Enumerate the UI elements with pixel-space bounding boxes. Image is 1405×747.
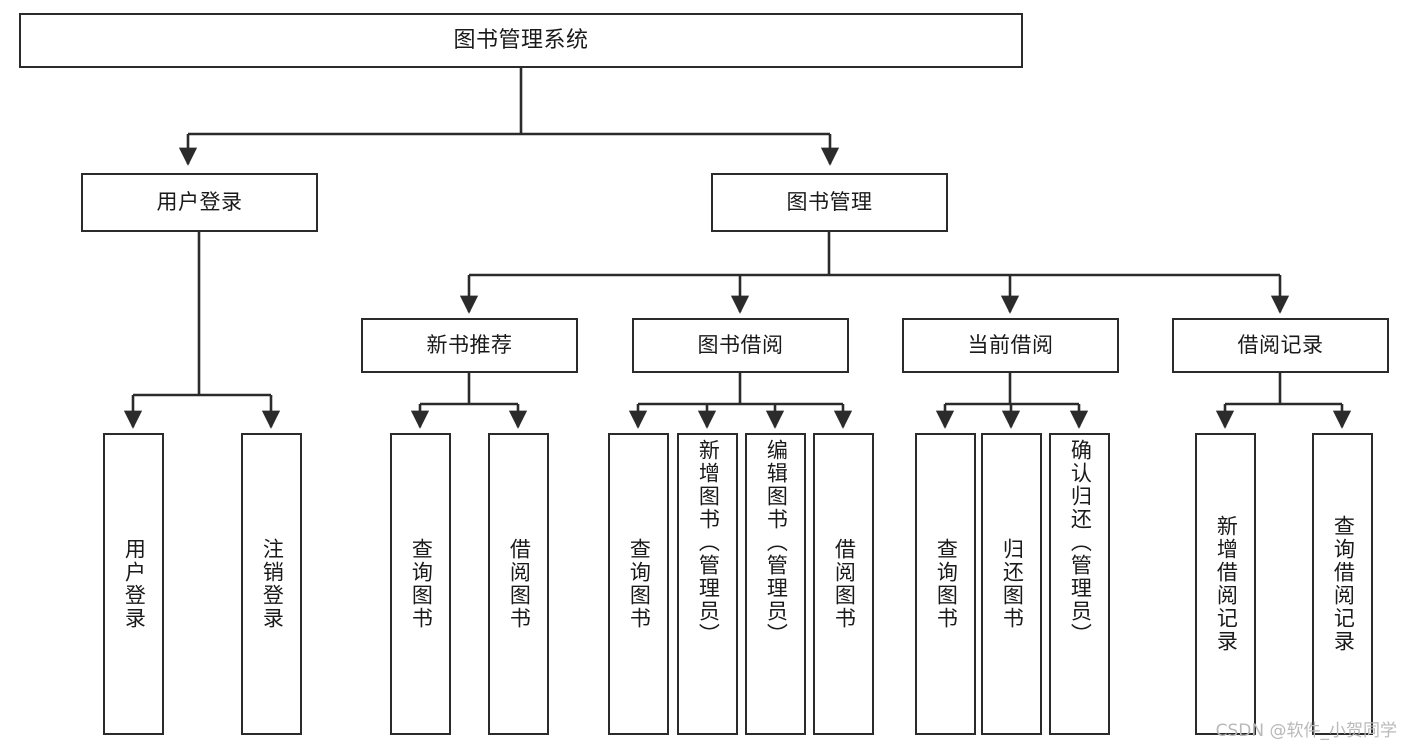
node-label: 查询借阅记录 — [1331, 515, 1356, 653]
node-root-book-management-system[interactable]: 图书管理系统 — [19, 13, 1023, 68]
leaf-query-book-new-recommend[interactable]: 查询图书 — [390, 433, 451, 735]
node-borrow-record[interactable]: 借阅记录 — [1172, 318, 1389, 373]
node-label: 查询图书 — [409, 538, 434, 630]
node-user-login[interactable]: 用户登录 — [81, 173, 318, 232]
node-label: 借阅图书 — [507, 538, 532, 630]
node-label: 新书推荐 — [426, 333, 513, 358]
node-label: 查询图书 — [934, 538, 959, 630]
leaf-query-book-current[interactable]: 查询图书 — [915, 433, 976, 735]
leaf-user-login[interactable]: 用户登录 — [103, 433, 164, 735]
node-label: 图书借阅 — [697, 333, 784, 358]
leaf-query-book-borrow[interactable]: 查询图书 — [608, 433, 669, 735]
node-label: 新增借阅记录 — [1214, 515, 1239, 653]
node-label: 注销登录 — [260, 538, 285, 630]
leaf-return-book[interactable]: 归还图书 — [981, 433, 1042, 735]
leaf-add-book-admin[interactable]: 新增图书（管理员） — [677, 433, 738, 735]
node-label: 图书管理 — [786, 190, 873, 215]
node-label: 新增图书（管理员） — [696, 439, 721, 646]
leaf-edit-book-admin[interactable]: 编辑图书（管理员） — [745, 433, 806, 735]
node-label: 用户登录 — [156, 190, 243, 215]
node-current-borrow[interactable]: 当前借阅 — [902, 318, 1119, 373]
leaf-confirm-return-admin[interactable]: 确认归还（管理员） — [1049, 433, 1110, 735]
node-label: 查询图书 — [627, 538, 652, 630]
node-label: 归还图书 — [1000, 538, 1025, 630]
node-label: 借阅记录 — [1237, 333, 1324, 358]
node-new-book-recommend[interactable]: 新书推荐 — [361, 318, 578, 373]
node-label: 用户登录 — [122, 538, 147, 630]
watermark-text: CSDN @软件_小贺同学 — [1215, 721, 1397, 741]
node-book-management[interactable]: 图书管理 — [711, 173, 948, 232]
leaf-borrow-book-borrow[interactable]: 借阅图书 — [813, 433, 874, 735]
leaf-query-borrow-record[interactable]: 查询借阅记录 — [1312, 433, 1373, 735]
node-label: 当前借阅 — [967, 333, 1054, 358]
leaf-borrow-book-new-recommend[interactable]: 借阅图书 — [488, 433, 549, 735]
node-book-borrow[interactable]: 图书借阅 — [632, 318, 849, 373]
node-label: 编辑图书（管理员） — [764, 439, 789, 646]
node-label: 确认归还（管理员） — [1068, 439, 1093, 646]
leaf-user-logout[interactable]: 注销登录 — [241, 433, 302, 735]
node-label: 借阅图书 — [832, 538, 857, 630]
leaf-add-borrow-record[interactable]: 新增借阅记录 — [1195, 433, 1256, 735]
node-label: 图书管理系统 — [453, 27, 589, 53]
